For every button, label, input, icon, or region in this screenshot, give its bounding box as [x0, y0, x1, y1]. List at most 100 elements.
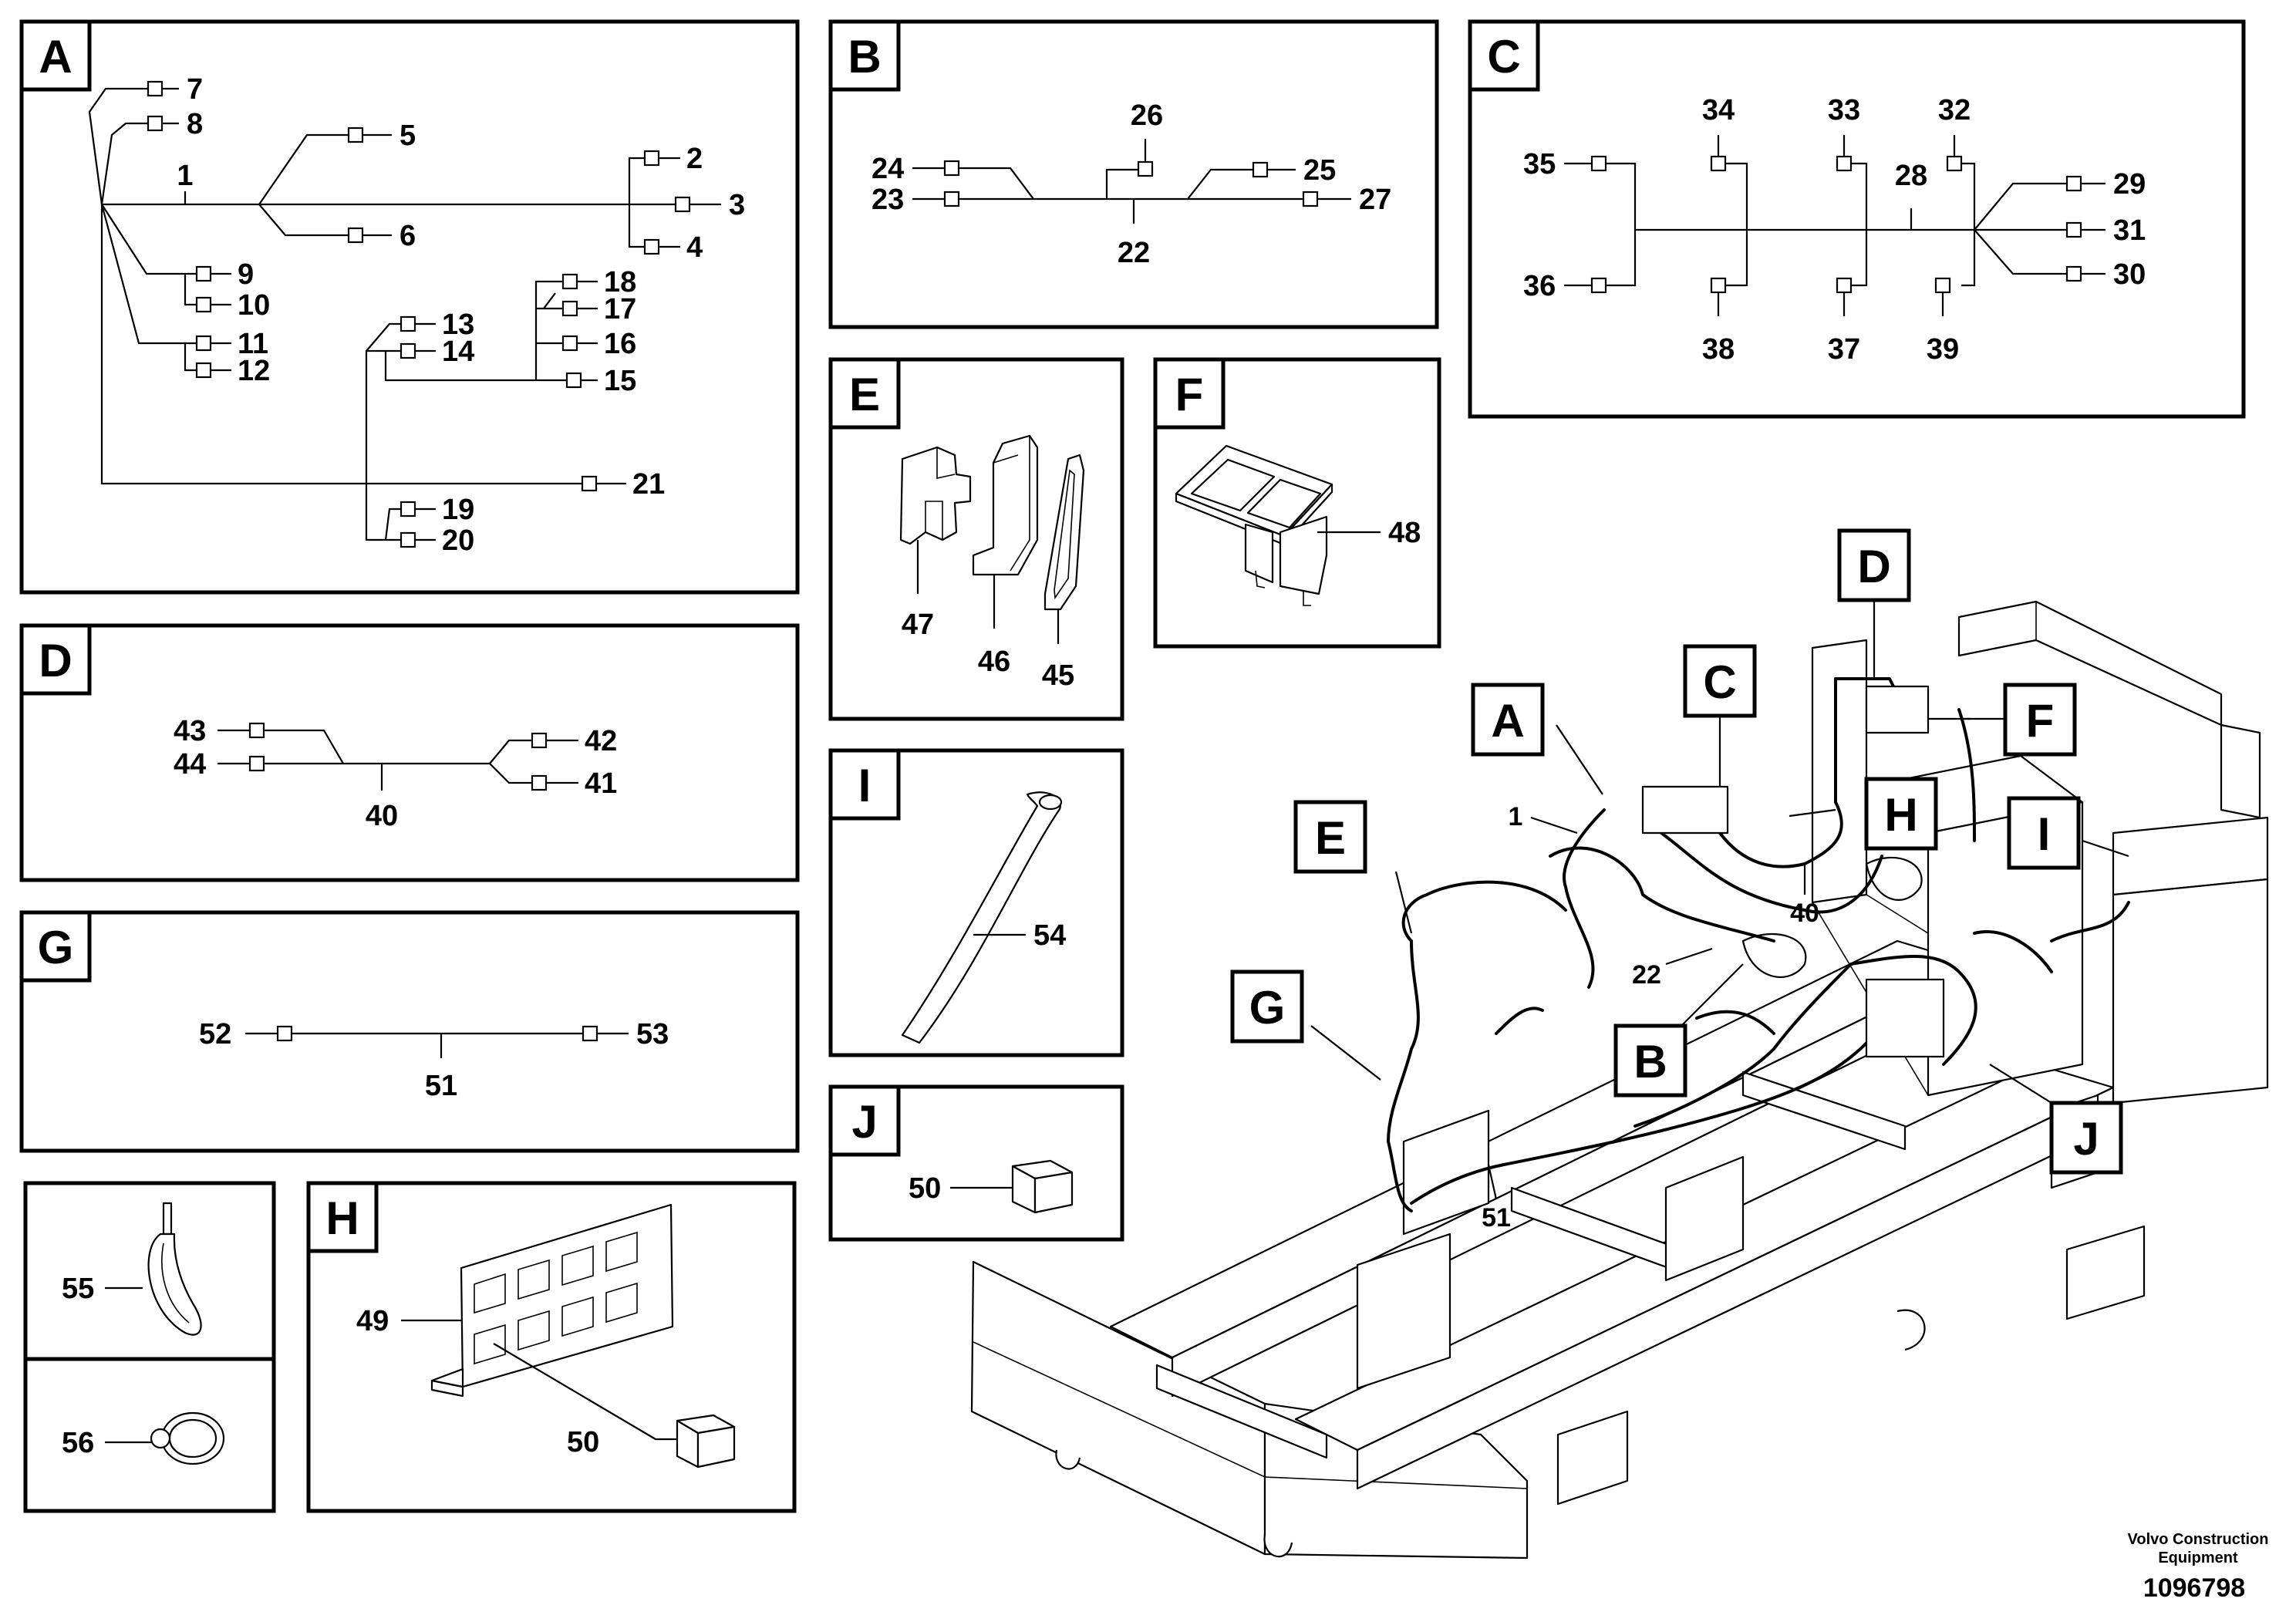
callout-a: A — [1491, 695, 1524, 747]
part-number: 1 — [177, 160, 193, 192]
part-number: 16 — [604, 328, 636, 360]
part-number: 54 — [1033, 919, 1066, 952]
connector-housing-47 — [899, 446, 972, 545]
callout-d: D — [1857, 541, 1890, 592]
panel-e: E 47 46 45 — [828, 357, 1124, 721]
part-number: 42 — [585, 725, 617, 757]
part-number: 10 — [238, 289, 270, 322]
part-number: 20 — [442, 524, 474, 557]
drawing-number: 1096798 — [2143, 1573, 2245, 1603]
part-number: 25 — [1303, 154, 1336, 187]
machine-frame — [970, 600, 2269, 1560]
part-number: 23 — [872, 184, 904, 216]
relay-50 — [1011, 1159, 1074, 1214]
callout-h: H — [1884, 789, 1917, 841]
callout-j: J — [2073, 1113, 2099, 1165]
hose-clamp-56 — [150, 1411, 225, 1465]
panel-c: C 35 36 34 33 32 28 — [1468, 19, 2246, 419]
panel-j: J 50 — [828, 1084, 1124, 1242]
part-number: 51 — [425, 1070, 457, 1102]
part-number: 12 — [238, 355, 270, 387]
panel-c-tag: C — [1487, 31, 1520, 83]
part-number: 19 — [442, 494, 474, 526]
panel-j-tag: J — [851, 1096, 877, 1148]
panel-i-tag: I — [858, 760, 872, 811]
part-number: 32 — [1938, 94, 1971, 126]
relay-50 — [676, 1414, 736, 1469]
callout-22: 22 — [1632, 960, 1661, 990]
part-number: 6 — [400, 220, 416, 252]
callout-b: B — [1633, 1036, 1667, 1088]
part-number: 50 — [909, 1172, 941, 1205]
part-number: 8 — [187, 108, 203, 140]
part-number: 55 — [62, 1273, 94, 1305]
part-number: 17 — [604, 293, 636, 325]
part-number: 36 — [1523, 270, 1556, 302]
callout-f: F — [2026, 695, 2055, 747]
callout-g: G — [1249, 982, 1286, 1034]
main-callouts: A C D F H I E G B J 1 40 22 — [1230, 528, 2129, 1233]
callout-e: E — [1315, 812, 1346, 864]
panel-a-tag: A — [39, 31, 72, 83]
part-number: 38 — [1702, 333, 1735, 366]
part-number: 45 — [1042, 659, 1074, 692]
harness-22-schematic — [912, 139, 1351, 224]
panel-h-tag: H — [325, 1192, 359, 1244]
cable-tie-55 — [147, 1202, 202, 1336]
part-number: 31 — [2113, 214, 2146, 247]
part-number: 44 — [174, 748, 206, 781]
company-name: Volvo Construction — [2128, 1531, 2269, 1548]
relay-bracket-49 — [430, 1203, 674, 1398]
part-number: 3 — [729, 189, 745, 221]
part-number: 28 — [1895, 160, 1927, 192]
part-number: 37 — [1828, 333, 1860, 366]
callout-51: 51 — [1482, 1203, 1511, 1233]
panel-d: D 43 44 42 41 40 — [19, 623, 800, 882]
harness-28-schematic — [1564, 135, 2106, 316]
part-number: 22 — [1118, 237, 1150, 269]
callout-40: 40 — [1790, 899, 1819, 928]
panel-cable-ties: 55 56 — [23, 1181, 276, 1513]
part-number: 4 — [686, 231, 703, 264]
part-number: 30 — [2113, 258, 2146, 291]
part-number: 11 — [238, 328, 268, 360]
callout-1: 1 — [1509, 802, 1523, 831]
part-number: 27 — [1359, 184, 1391, 216]
part-number: 34 — [1702, 94, 1735, 126]
connector-seal-46 — [972, 434, 1039, 576]
panel-e-tag: E — [849, 369, 880, 420]
part-number: 7 — [187, 73, 203, 106]
part-number: 21 — [632, 468, 665, 501]
part-number: 33 — [1828, 94, 1860, 126]
panel-i: I 54 — [828, 748, 1124, 1057]
part-number: 13 — [442, 309, 474, 341]
part-number: 9 — [238, 258, 254, 291]
conduit-54 — [901, 791, 1063, 1044]
part-number: 40 — [366, 800, 398, 832]
part-number: 29 — [2113, 168, 2146, 201]
panel-d-tag: D — [39, 635, 72, 686]
company-name-line2: Equipment — [2158, 1549, 2238, 1566]
panel-f: F 48 — [1153, 357, 1441, 649]
wire-harnesses — [1387, 677, 2130, 1212]
harness-51-schematic — [245, 1025, 629, 1058]
part-number: 48 — [1388, 517, 1421, 549]
part-number: 39 — [1927, 333, 1959, 366]
panel-g-tag: G — [38, 922, 74, 973]
harness-1-schematic — [88, 80, 721, 548]
callout-i: I — [2038, 808, 2051, 860]
part-number: 56 — [62, 1427, 94, 1459]
part-number: 15 — [604, 365, 636, 397]
part-number: 52 — [199, 1018, 231, 1050]
part-number: 41 — [585, 767, 617, 800]
part-number: 18 — [604, 266, 636, 298]
panel-f-tag: F — [1175, 369, 1204, 420]
panel-h: H 49 50 — [306, 1181, 797, 1513]
part-number: 26 — [1131, 99, 1163, 132]
callout-c: C — [1703, 656, 1736, 708]
part-number: 53 — [636, 1018, 669, 1050]
panel-b: B 26 24 23 25 27 22 — [828, 19, 1439, 329]
part-number: 49 — [356, 1305, 389, 1337]
switch-48 — [1175, 444, 1333, 606]
